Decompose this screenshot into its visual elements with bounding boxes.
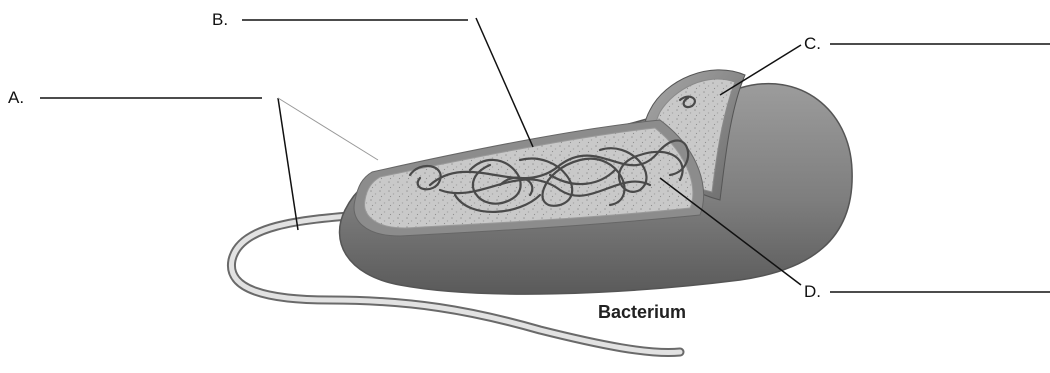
label-d: D. <box>804 282 821 301</box>
label-c: C. <box>804 34 821 53</box>
label-a: A. <box>8 88 24 107</box>
leader-line-a-secondary <box>278 98 378 160</box>
leader-line-b <box>476 18 533 147</box>
diagram-caption: Bacterium <box>598 302 686 322</box>
label-b: B. <box>212 10 228 29</box>
leader-line-a <box>278 98 298 230</box>
